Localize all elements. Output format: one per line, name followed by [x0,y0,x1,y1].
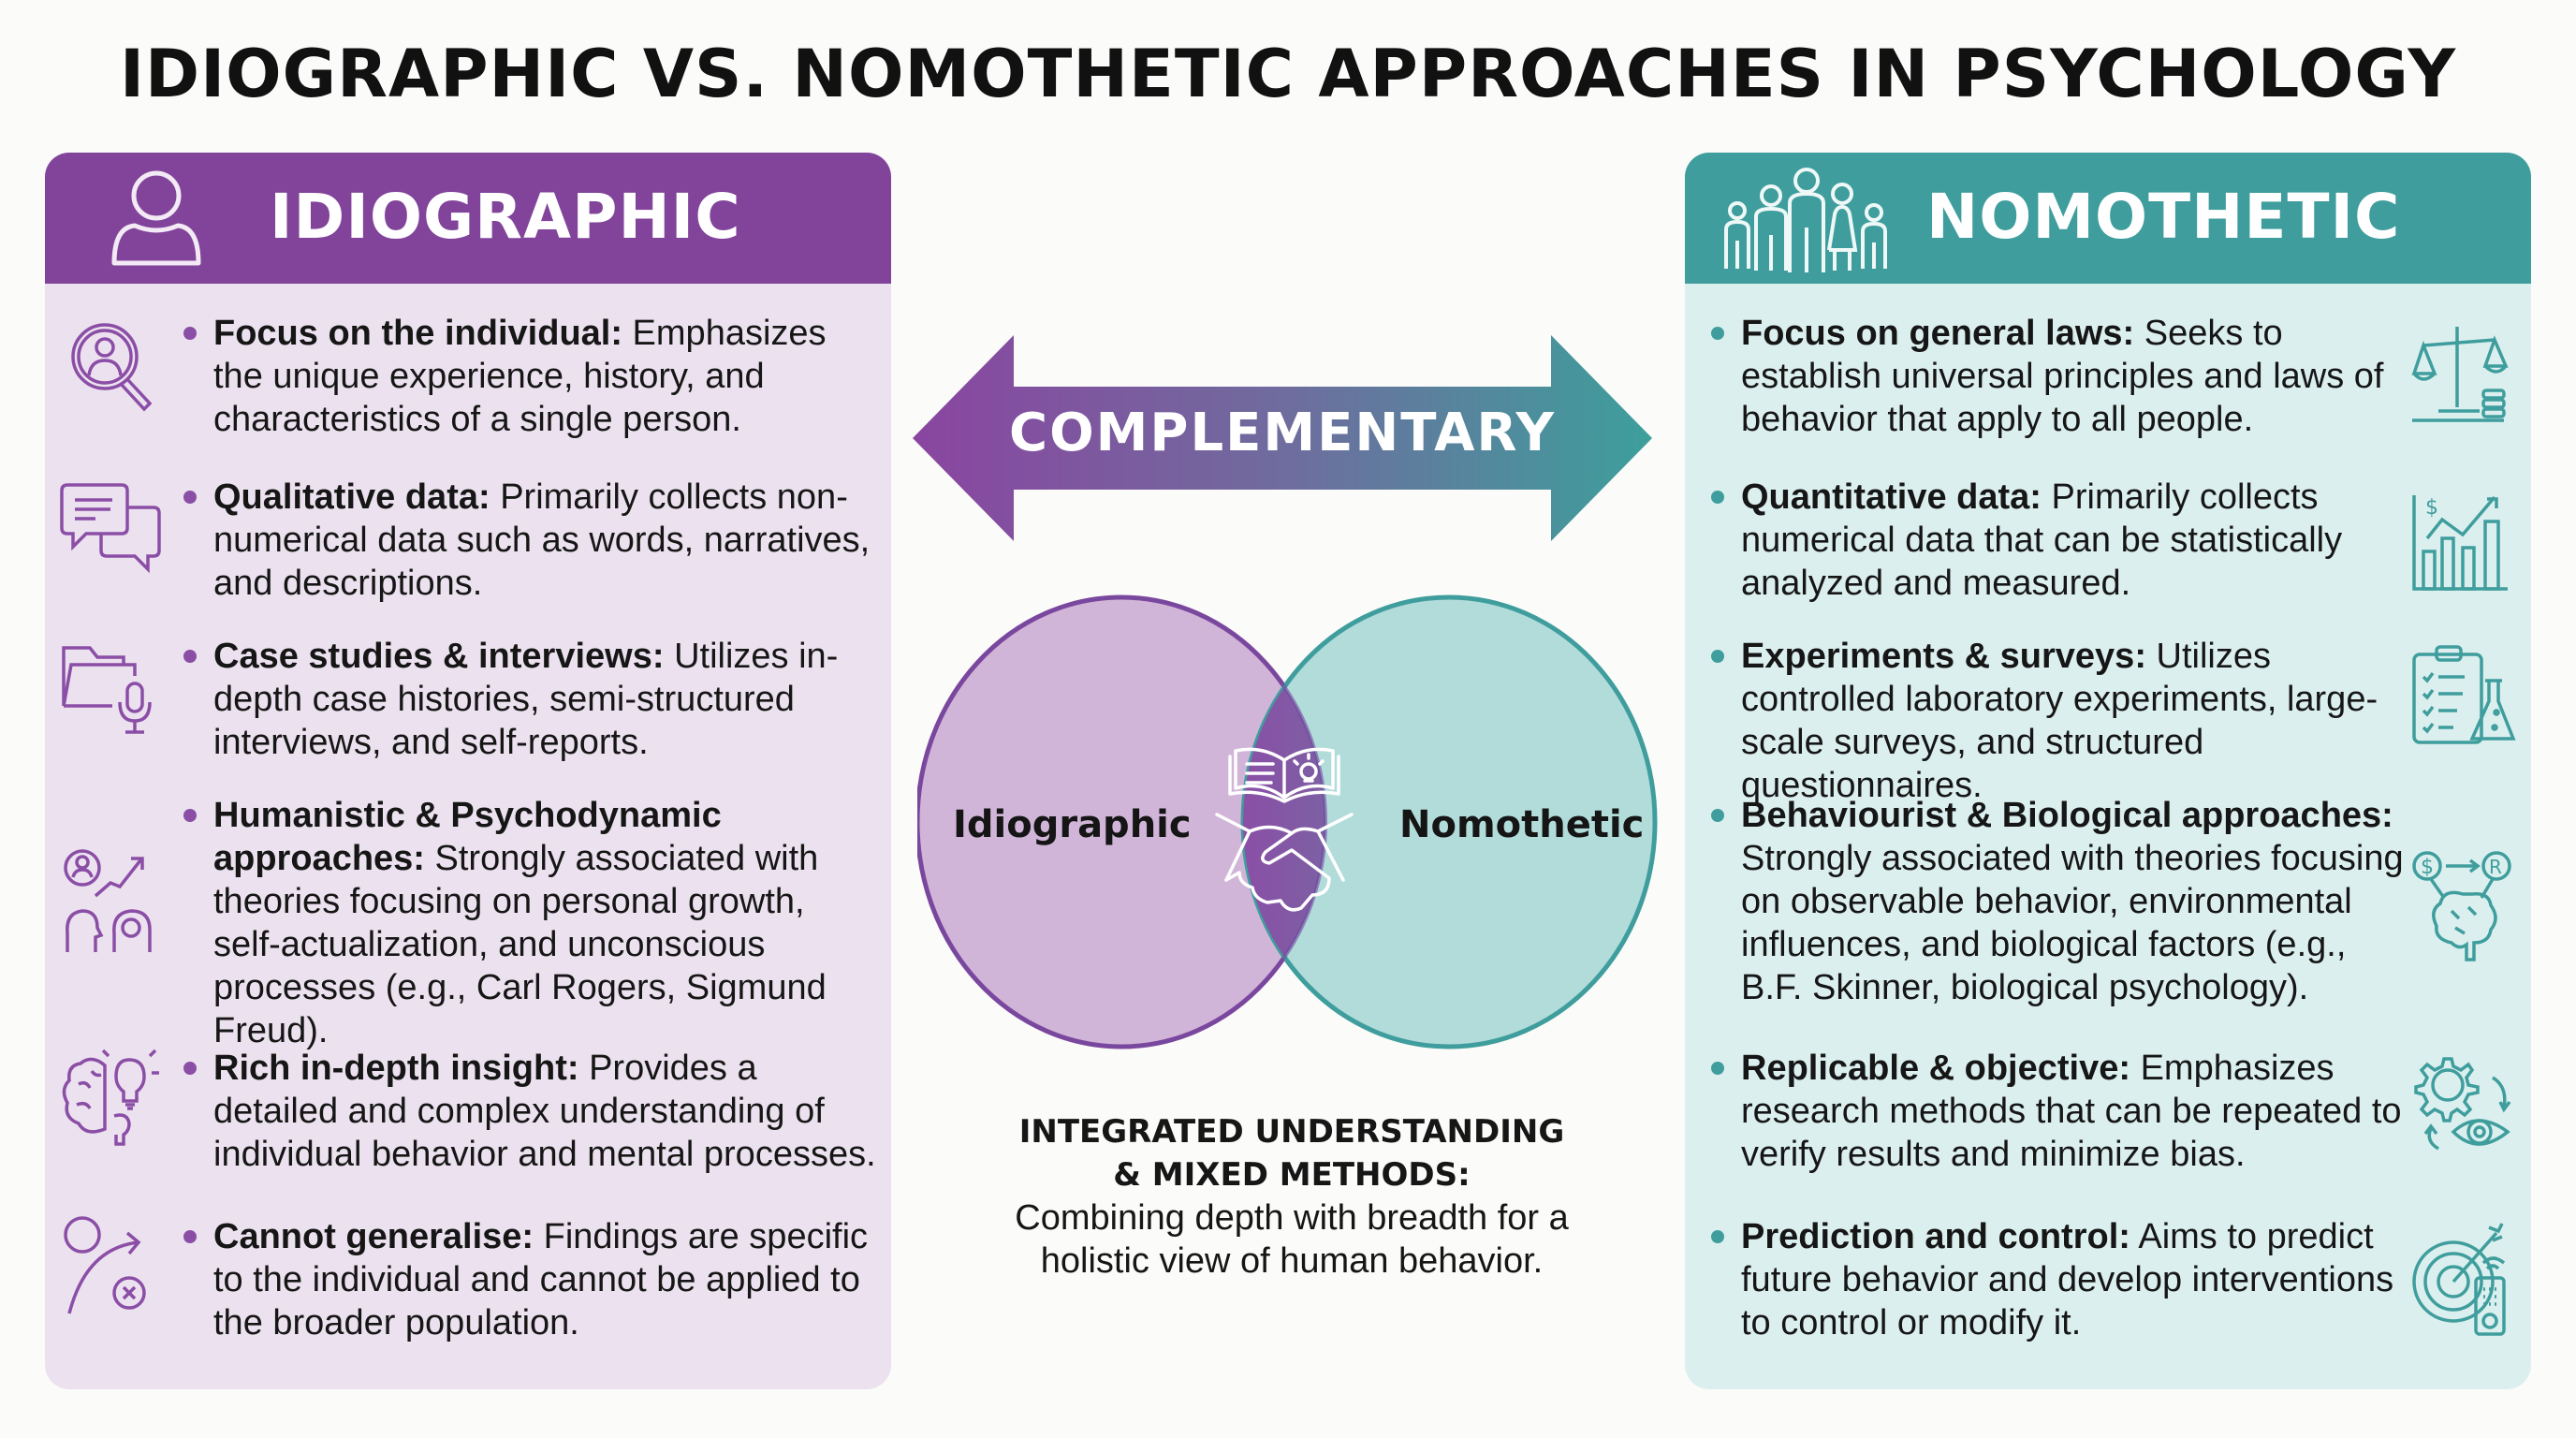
list-item: Behaviourist & Biological approaches: St… [1711,794,2415,1009]
item-text: Primarily collects non-numerical data su… [213,477,871,603]
list-item: Case studies & interviews: Utilizes in-d… [183,635,878,764]
bullet [183,809,197,822]
integrated-understanding: INTEGRATED UNDERSTANDING & MIXED METHODS… [973,1110,1610,1283]
integrated-body-line1: Combining depth with breadth for a [1015,1198,1569,1238]
item-text: Utilizes controlled laboratory experimen… [1741,637,2378,805]
venn-label-nomothetic: Nomothetic [1399,803,1645,846]
item-text: Strongly associated with theories focusi… [1741,839,2404,1007]
idiographic-panel: IDIOGRAPHIC Focus on the individual: Emp… [45,153,891,1389]
list-item: Cannot generalise: Findings are specific… [183,1215,878,1344]
handshake-book-icon [1215,747,1354,912]
bullet [183,1230,197,1243]
idiographic-header: IDIOGRAPHIC [45,153,891,284]
scales-icon [2411,327,2509,422]
svg-text:$: $ [2425,496,2438,520]
idiographic-heading: IDIOGRAPHIC [270,181,741,253]
venn-diagram [917,594,1658,1049]
bullet [1711,809,1724,822]
item-title: Prediction and control: [1741,1217,2130,1256]
list-item: Experiments & surveys: Utilizes controll… [1711,635,2415,807]
item-title: Humanistic & Psychodynamic approaches: [213,796,722,878]
no-generalise-icon [64,1216,146,1314]
bullet [183,327,197,340]
group-of-people-icon [1724,168,1887,272]
item-title: Experiments & surveys: [1741,637,2146,676]
complementary-arrow [913,335,1652,541]
page-title: IDIOGRAPHIC VS. NOMOTHETIC APPROACHES IN… [119,36,2457,112]
item-text: Aims to predict future behavior and deve… [1741,1217,2394,1343]
item-text: Emphasizes the unique experience, histor… [213,314,827,439]
gear-eye-cycle-icon [2414,1057,2511,1151]
item-text: Seeks to establish universal principles … [1741,314,2384,439]
chat-bubbles-icon [60,483,161,574]
complementary-label: COMPLEMENTARY [1008,403,1557,463]
item-text: Utilizes in-depth case histories, semi-s… [213,637,839,762]
integrated-heading-line1: INTEGRATED UNDERSTANDING [1018,1113,1565,1151]
bullet [183,491,197,504]
item-text: Findings are specific to the individual … [213,1217,869,1343]
bullet [1711,650,1724,663]
list-item: Rich in-depth insight: Provides a detail… [183,1047,878,1176]
svg-text:$: $ [2421,856,2434,879]
integrated-body-line2: holistic view of human behavior. [1040,1241,1544,1281]
list-item: Humanistic & Psychodynamic approaches: S… [183,794,878,1052]
person-icon [111,170,201,266]
bullet [183,1062,197,1075]
item-title: Replicable & objective: [1741,1049,2131,1088]
item-title: Cannot generalise: [213,1217,534,1256]
item-text: Provides a detailed and complex understa… [213,1049,876,1174]
brain-lightbulb-icon [62,1049,159,1146]
list-item: Focus on the individual: Emphasizes the … [183,312,878,441]
list-item: Quantitative data: Primarily collects nu… [1711,476,2415,605]
clipboard-flask-icon [2412,645,2516,744]
bullet [183,650,197,663]
target-remote-icon [2412,1223,2506,1336]
item-text: Emphasizes research methods that can be … [1741,1049,2402,1174]
stimulus-response-brain-icon: $ R [2412,851,2511,961]
item-title: Rich in-depth insight: [213,1049,579,1088]
bullet [1711,327,1724,340]
integrated-heading-line2: & MIXED METHODS: [1113,1156,1471,1194]
item-text: Primarily collects numerical data that c… [1741,477,2343,603]
magnifier-person-icon [71,323,153,412]
nomothetic-header: NOMOTHETIC [1685,153,2531,284]
list-item: Qualitative data: Primarily collects non… [183,476,878,605]
venn-label-idiographic: Idiographic [953,803,1192,846]
bullet [1711,1230,1724,1243]
folder-microphone-icon [62,646,152,734]
nomothetic-panel: NOMOTHETIC Focus on general laws: Seeks … [1685,153,2531,1389]
item-title: Quantitative data: [1741,477,2042,517]
bullet [1711,1062,1724,1075]
item-title: Case studies & interviews: [213,637,665,676]
item-text: Strongly associated with theories focusi… [213,839,827,1050]
growth-heads-icon [64,849,152,952]
item-title: Focus on general laws: [1741,314,2135,353]
svg-text:R: R [2489,856,2502,878]
nomothetic-heading: NOMOTHETIC [1926,181,2401,253]
item-title: Behaviourist & Biological approaches: [1741,796,2393,835]
bullet [1711,491,1724,504]
item-title: Qualitative data: [213,477,490,517]
list-item: Prediction and control: Aims to predict … [1711,1215,2415,1344]
item-title: Focus on the individual: [213,314,622,353]
bar-chart-icon: $ [2412,495,2508,591]
list-item: Focus on general laws: Seeks to establis… [1711,312,2415,441]
list-item: Replicable & objective: Emphasizes resea… [1711,1047,2415,1176]
